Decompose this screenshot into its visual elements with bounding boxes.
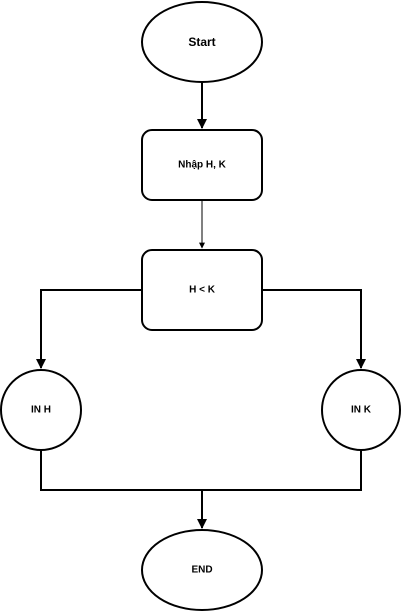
input-node: Nhập H, K [141,129,263,201]
edge-print-k-to-merge [202,450,362,491]
condition-label: H < K [189,285,216,296]
print-k-label: IN K [351,405,372,416]
print-h-label: IN H [31,405,51,416]
print-k-node: IN K [321,369,401,451]
edge-condition-to-print-h [36,289,142,369]
condition-node: H < K [141,249,263,331]
end-node: END [141,529,263,611]
edge-condition-to-print-k [262,289,366,369]
start-node: Start [141,1,263,83]
start-label: Start [188,35,215,49]
end-label: END [191,565,212,576]
input-label: Nhập H, K [178,160,227,171]
edge-print-h-to-merge [40,450,202,491]
print-h-node: IN H [0,369,82,451]
